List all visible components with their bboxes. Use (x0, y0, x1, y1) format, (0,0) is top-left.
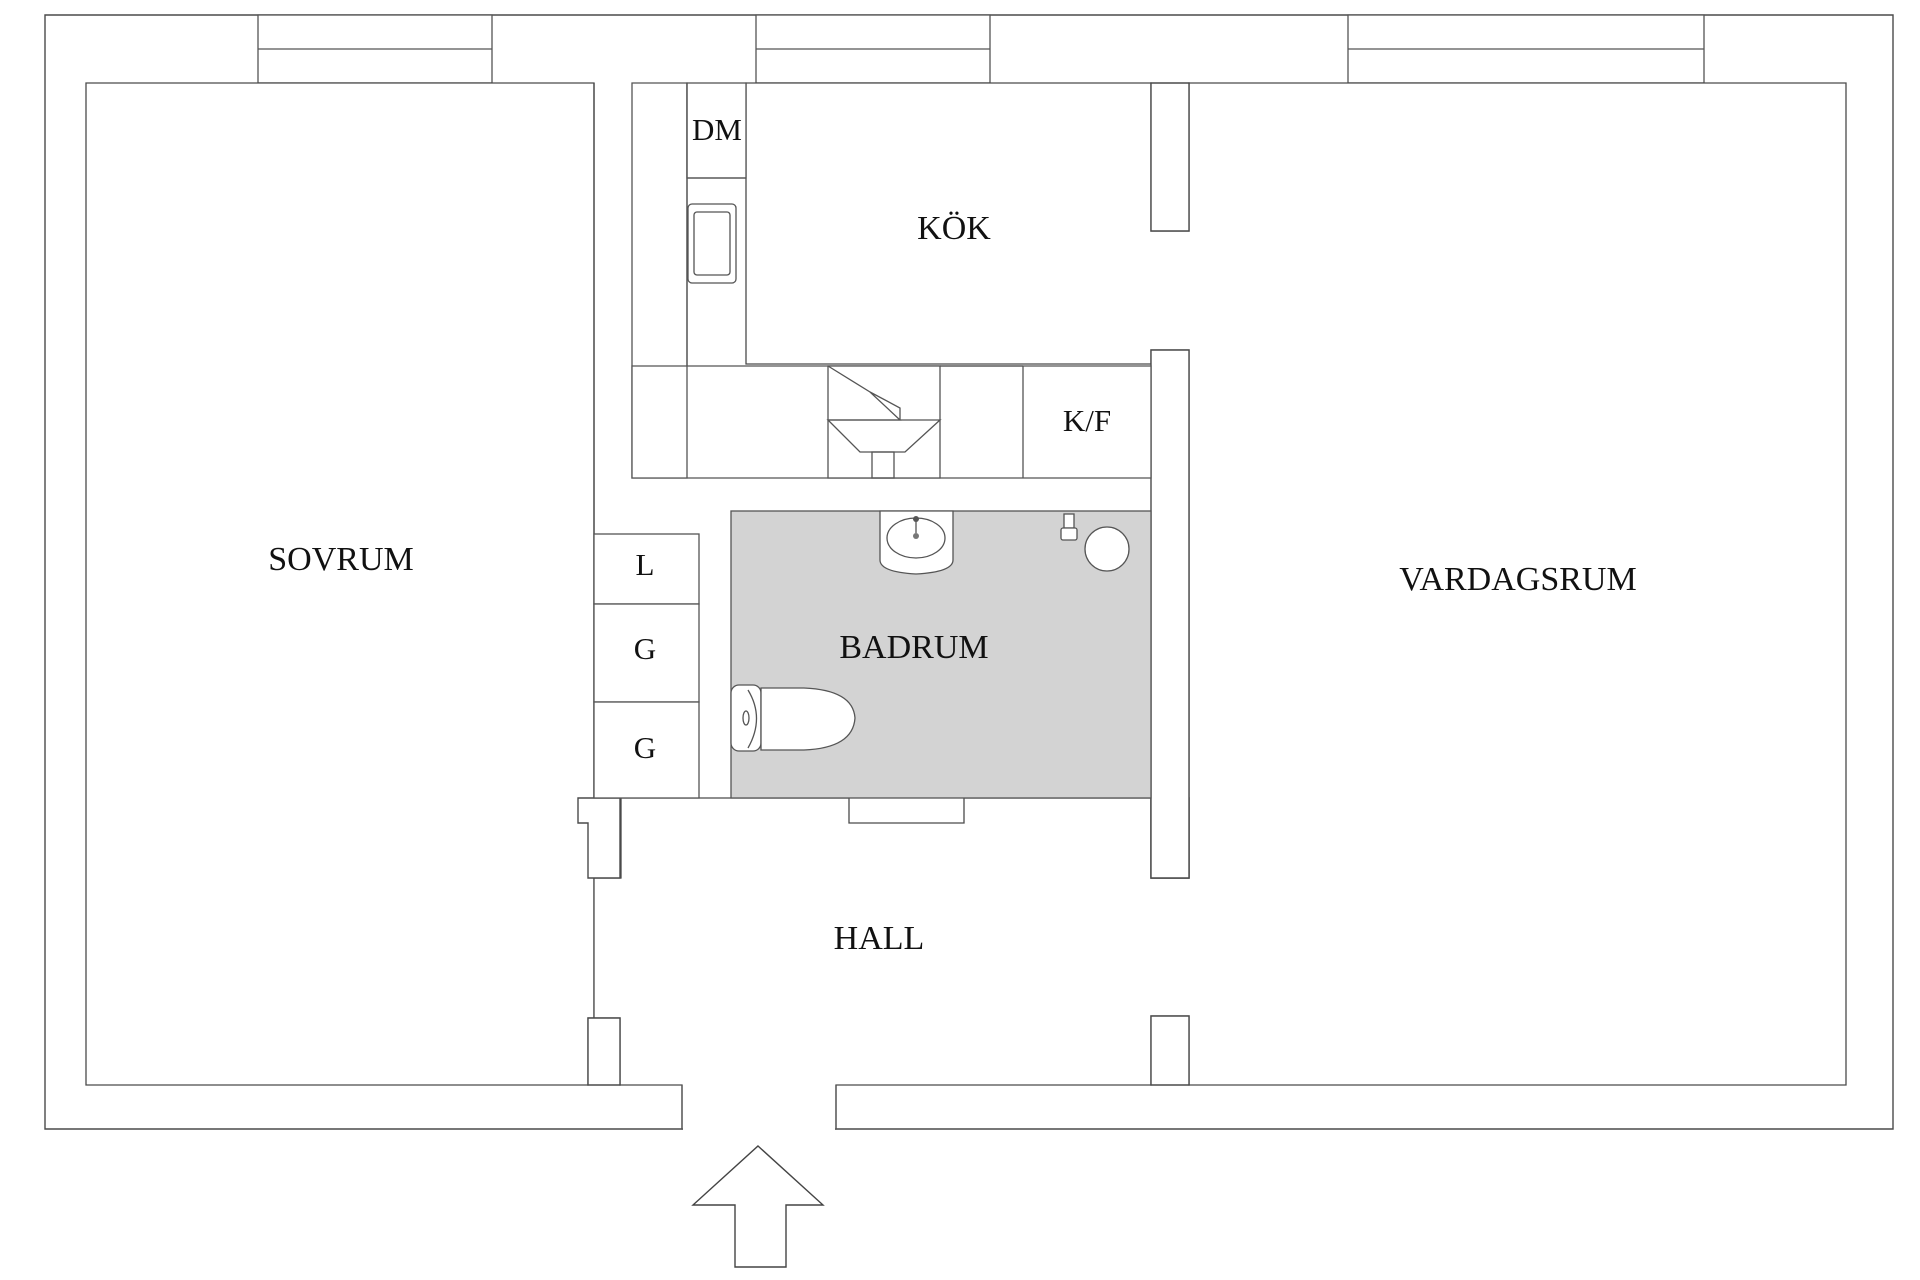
room-label-kok: KÖK (917, 210, 991, 247)
room-label-vardagsrum: VARDAGSRUM (1399, 561, 1636, 598)
wardrobe-1 (593, 603, 700, 703)
room-label-hall: HALL (834, 920, 925, 957)
bathroom (730, 510, 1152, 799)
closets (593, 533, 700, 799)
entrance-wall-right (1150, 1015, 1190, 1086)
kitchen-sink-icon (687, 203, 737, 284)
sovrum-floor (85, 82, 595, 1086)
room-label-badrum: BADRUM (839, 629, 988, 666)
corridor-wall-left (577, 797, 621, 879)
entrance-wall-left (587, 1017, 621, 1086)
arrow-up-icon (691, 1145, 825, 1268)
kok-bath-wall (1150, 349, 1190, 879)
entrance-opening (683, 1084, 835, 1130)
kok-wall-stub (1150, 82, 1190, 232)
washbasin-icon (879, 510, 954, 575)
dishwasher-box (686, 82, 747, 179)
kitchen (631, 82, 1152, 479)
shower-drain-icon (1060, 513, 1130, 572)
fixture-label-fridge-freezer: K/F (1063, 403, 1111, 438)
wardrobe-2 (593, 701, 700, 799)
toilet-icon (730, 684, 856, 752)
stove-icon (827, 365, 941, 479)
linen-closet (593, 533, 700, 605)
fixture-label-dishwasher: DM (692, 112, 742, 147)
room-labels: SOVRUM KÖK VARDAGSRUM BADRUM HALL DM K/F… (268, 112, 1636, 957)
window-vardagsrum (1347, 14, 1705, 84)
fixture-label-linen-closet: L (636, 547, 655, 582)
window-kok (755, 14, 991, 84)
room-label-sovrum: SOVRUM (268, 541, 413, 578)
window-sovrum (257, 14, 493, 84)
fixture-label-wardrobe-1: G (634, 631, 656, 666)
fixture-label-wardrobe-2: G (634, 730, 656, 765)
